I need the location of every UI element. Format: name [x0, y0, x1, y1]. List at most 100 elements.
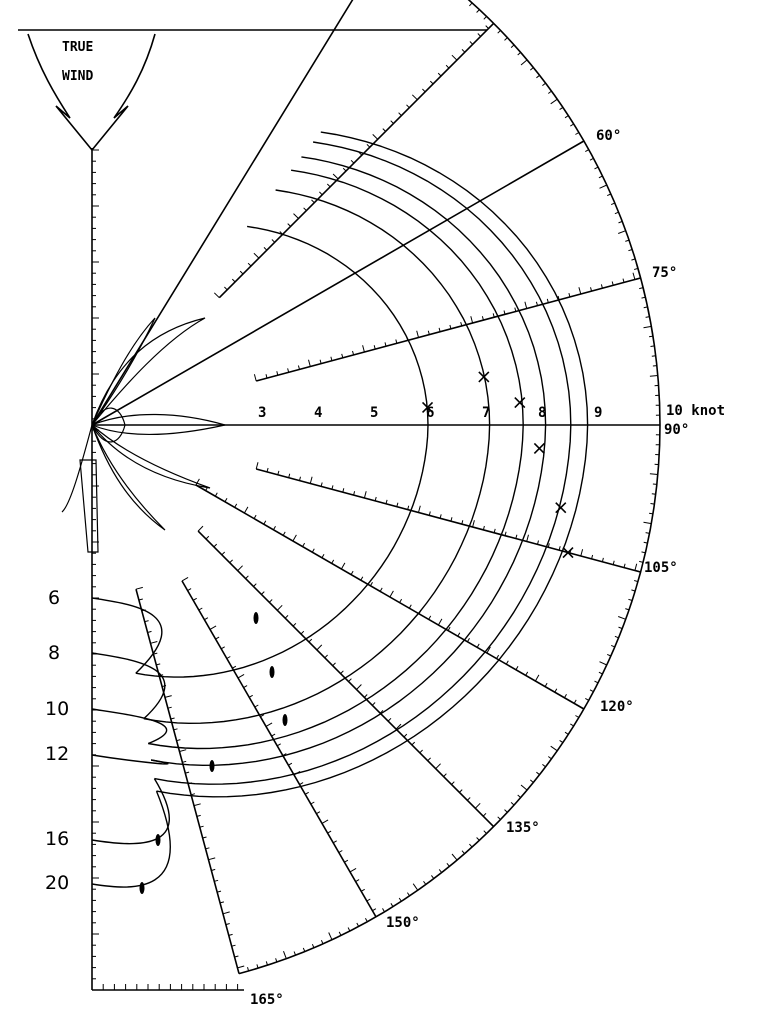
arc-tick [631, 589, 636, 592]
sail-sketch-6 [79, 459, 99, 553]
radial-tick [266, 467, 269, 473]
arc-tick [634, 580, 639, 583]
speed-tick-5: 5 [370, 405, 378, 421]
run-marker-2 [282, 714, 288, 726]
speed-tick-7: 7 [482, 405, 490, 421]
radial-tick [470, 316, 474, 324]
radial-tick [187, 588, 192, 592]
arc-tick [469, 843, 473, 848]
radial-tick [321, 819, 329, 824]
arc-tick [559, 106, 564, 111]
angle-label-105: 105° [644, 560, 678, 576]
arc-tick [338, 931, 342, 936]
arc-tick [398, 897, 402, 902]
wind-speed-label-6: 6 [48, 587, 60, 609]
wind-speed-leader-8 [91, 652, 166, 720]
arc-tick [390, 903, 394, 907]
radial-line-165 [135, 588, 240, 974]
radial-tick [213, 292, 220, 299]
arc-tick [628, 249, 633, 252]
arc-tick [598, 671, 603, 675]
radial-tick [156, 663, 161, 666]
arc-tick [382, 908, 385, 913]
radial-tick [271, 733, 276, 737]
radial-tick [261, 591, 265, 595]
radial-tick [311, 199, 315, 204]
radial-tick [481, 316, 484, 321]
arc-tick [570, 723, 574, 727]
radial-tick [407, 505, 410, 510]
arc-tick [283, 951, 287, 959]
radial-tick [505, 660, 509, 665]
radial-tick [209, 625, 217, 630]
radial-tick [437, 72, 442, 77]
sail-sketch-1 [91, 317, 206, 426]
radial-tick [226, 656, 231, 659]
radial-tick [503, 310, 506, 315]
wind-speed-leader-12 [91, 754, 169, 765]
radial-tick [193, 803, 201, 807]
radial-tick [482, 812, 487, 817]
arc-tick [497, 30, 501, 34]
arc-tick [650, 345, 655, 347]
radial-tick [268, 599, 273, 603]
true-wind-label-line2: WIND [62, 69, 93, 84]
radial-tick [557, 295, 560, 300]
radial-tick [308, 638, 313, 643]
radial-tick [411, 94, 418, 101]
radial-tick [427, 757, 431, 762]
arc-tick [517, 794, 522, 798]
radial-tick [205, 847, 210, 850]
radial-tick [439, 514, 442, 519]
radial-tick [428, 615, 432, 620]
arc-tick [542, 82, 546, 86]
radial-tick [217, 890, 222, 893]
arc-tick [631, 258, 636, 261]
arc-tick [645, 532, 650, 534]
arc-tick [293, 951, 297, 956]
arc-tick [275, 958, 278, 963]
arc-tick [594, 166, 599, 170]
arc-tick [438, 869, 443, 873]
radial-tick [353, 491, 356, 496]
arc-tick [589, 157, 594, 161]
outer-arc [238, 0, 661, 975]
radial-tick [260, 714, 265, 718]
radial-tick [525, 671, 529, 676]
angle-label-135: 135° [506, 820, 540, 836]
radial-tick [265, 374, 268, 379]
arc-tick [632, 569, 641, 573]
arc-tick [510, 802, 515, 806]
radial-tick [239, 270, 244, 275]
radial-tick [190, 793, 196, 796]
arc-tick [611, 202, 615, 206]
arc-tick [476, 837, 480, 841]
radial-tick [449, 324, 452, 329]
radial-tick [253, 514, 257, 519]
radial-tick [385, 499, 388, 504]
radial-tick [292, 534, 297, 542]
radial-tick [297, 365, 300, 370]
wind-speed-leader-16 [91, 778, 170, 845]
arc-tick [575, 715, 580, 718]
radial-tick [150, 641, 158, 644]
radial-tick [303, 207, 307, 211]
radial-tick [546, 298, 549, 303]
radial-tick [243, 685, 248, 689]
arc-tick [598, 175, 603, 179]
radial-tick [288, 762, 293, 766]
true-wind-label-line1: TRUE [62, 40, 93, 55]
arc-tick [641, 296, 646, 299]
radial-tick [237, 965, 245, 969]
radial-tick [460, 321, 463, 327]
run-marker-1 [269, 666, 275, 678]
radial-tick [340, 562, 346, 570]
radial-tick [222, 911, 230, 915]
radial-tick [573, 699, 577, 704]
radial-tick [544, 682, 548, 687]
radial-tick [288, 473, 291, 478]
radial-tick [451, 781, 455, 785]
angle-label-150: 150° [386, 915, 420, 931]
radial-tick [316, 644, 323, 651]
polar-curve-6 [135, 225, 429, 678]
